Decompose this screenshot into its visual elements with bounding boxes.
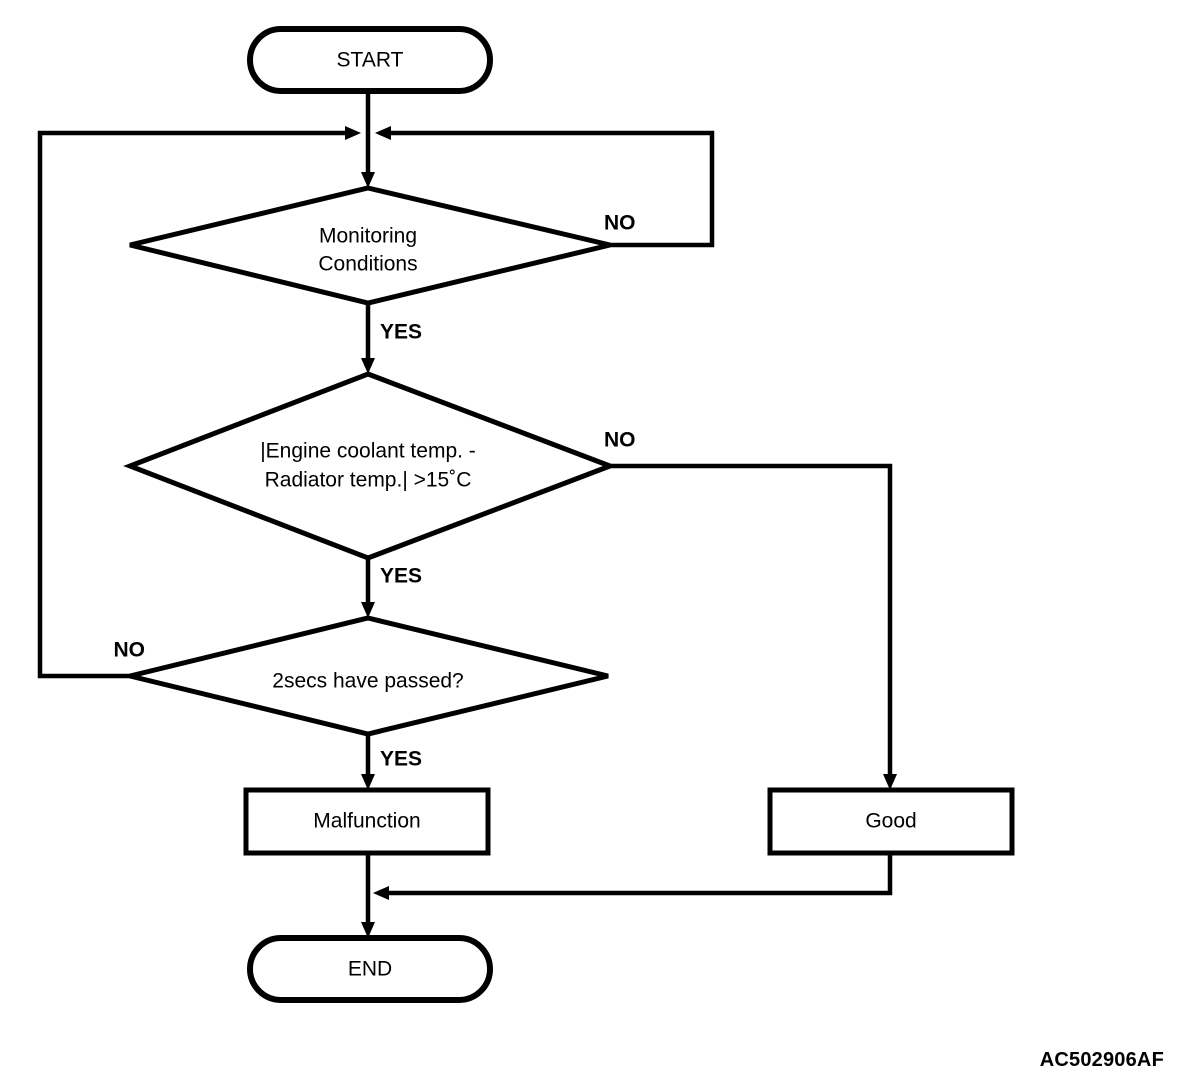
reference-code: AC502906AF	[1039, 1049, 1164, 1071]
branch-label-temp-no: NO	[604, 429, 636, 452]
branch-label-temp-yes: YES	[380, 565, 422, 588]
node-end[interactable]: END	[247, 935, 493, 1003]
node-decision-monitoring-label-line2: Conditions	[318, 253, 417, 276]
node-start-label: START	[337, 49, 404, 72]
connector-temp-yes	[361, 560, 375, 618]
node-decision-temp[interactable]: |Engine coolant temp. - Radiator temp.| …	[123, 371, 618, 561]
node-decision-temp-label-line2: Radiator temp.| >15˚C	[265, 469, 472, 492]
node-process-malfunction[interactable]: Malfunction	[243, 787, 491, 856]
connector-temp-no-to-good	[610, 463, 897, 790]
connector-good-to-end-trunk	[373, 853, 893, 900]
node-decision-monitoring-label-line1: Monitoring	[319, 225, 417, 248]
branch-label-timer-yes: YES	[380, 748, 422, 771]
connector-monitoring-no-feedback	[375, 126, 715, 248]
node-decision-monitoring[interactable]: Monitoring Conditions	[129, 185, 611, 306]
node-process-good[interactable]: Good	[767, 787, 1015, 856]
branch-label-monitoring-yes: YES	[380, 321, 422, 344]
connector-monitoring-yes	[361, 305, 375, 374]
node-start[interactable]: START	[247, 26, 493, 94]
node-process-malfunction-label: Malfunction	[313, 810, 420, 833]
node-decision-timer-label: 2secs have passed?	[272, 670, 463, 693]
node-decision-temp-label-line1: |Engine coolant temp. -	[260, 440, 476, 463]
node-end-label: END	[348, 958, 392, 981]
connector-merge-to-decision-monitoring	[361, 133, 375, 188]
node-process-good-label: Good	[865, 810, 916, 833]
connector-malfunction-to-end	[361, 853, 375, 938]
connector-timer-yes-to-malfunction	[361, 736, 375, 790]
node-decision-timer[interactable]: 2secs have passed?	[129, 615, 609, 737]
branch-label-timer-no: NO	[114, 639, 146, 662]
connector-timer-no-feedback	[37, 126, 361, 679]
branch-label-monitoring-no: NO	[604, 212, 636, 235]
